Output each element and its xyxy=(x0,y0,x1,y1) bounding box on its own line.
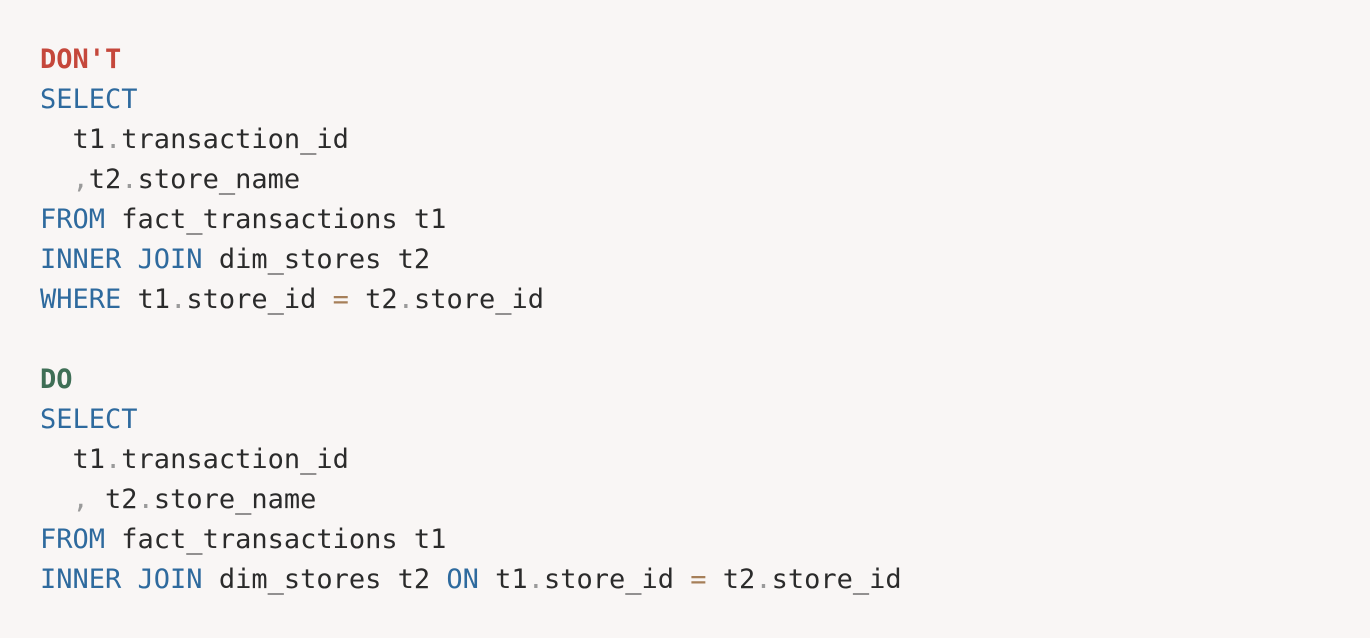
code-token: t2 xyxy=(706,564,756,595)
code-line: SELECT xyxy=(40,400,1340,440)
code-line: INNER JOIN dim_stores t2 ON t1.store_id … xyxy=(40,560,1340,600)
punctuation: , xyxy=(72,164,89,195)
dont-label: DON'T xyxy=(40,44,122,75)
sql-keyword: FROM xyxy=(40,204,106,235)
code-token: transaction_id xyxy=(121,444,349,475)
sql-keyword: INNER JOIN xyxy=(40,244,203,275)
punctuation: . xyxy=(397,284,414,315)
code-line: ,t2.store_name xyxy=(40,160,1340,200)
punctuation: . xyxy=(137,484,154,515)
code-token: fact_transactions t1 xyxy=(105,204,447,235)
code-line: FROM fact_transactions t1 xyxy=(40,520,1340,560)
code-token: dim_stores t2 xyxy=(202,564,447,595)
code-token: t1 xyxy=(40,124,106,155)
operator: = xyxy=(690,564,707,595)
sql-keyword: SELECT xyxy=(40,404,138,435)
code-token: fact_transactions t1 xyxy=(105,524,447,555)
sql-keyword: WHERE xyxy=(40,284,122,315)
code-line: SELECT xyxy=(40,80,1340,120)
code-line xyxy=(40,320,1340,360)
code-token: t2 xyxy=(88,164,122,195)
do-label: DO xyxy=(40,364,73,395)
sql-keyword: SELECT xyxy=(40,84,138,115)
punctuation: . xyxy=(527,564,544,595)
code-line: WHERE t1.store_id = t2.store_id xyxy=(40,280,1340,320)
code-token: t2 xyxy=(88,484,138,515)
code-token: dim_stores t2 xyxy=(202,244,431,275)
code-line: t1.transaction_id xyxy=(40,120,1340,160)
code-token: t1 xyxy=(478,564,528,595)
code-line: , t2.store_name xyxy=(40,480,1340,520)
code-token: t1 xyxy=(40,444,106,475)
code-token: store_name xyxy=(153,484,317,515)
code-token xyxy=(40,484,73,515)
punctuation: , xyxy=(72,484,89,515)
code-line: DON'T xyxy=(40,40,1340,80)
code-token: store_id xyxy=(771,564,902,595)
punctuation: . xyxy=(170,284,187,315)
sql-keyword: ON xyxy=(446,564,479,595)
code-line: FROM fact_transactions t1 xyxy=(40,200,1340,240)
sql-keyword: FROM xyxy=(40,524,106,555)
punctuation: . xyxy=(105,444,122,475)
punctuation: . xyxy=(121,164,138,195)
code-line: INNER JOIN dim_stores t2 xyxy=(40,240,1340,280)
code-token: t2 xyxy=(348,284,398,315)
code-token: store_id xyxy=(413,284,544,315)
code-line: t1.transaction_id xyxy=(40,440,1340,480)
operator: = xyxy=(332,284,349,315)
code-token: store_id xyxy=(186,284,333,315)
code-token xyxy=(40,164,73,195)
sql-keyword: INNER JOIN xyxy=(40,564,203,595)
code-line: DO xyxy=(40,360,1340,400)
code-token: transaction_id xyxy=(121,124,349,155)
code-token: store_name xyxy=(137,164,301,195)
punctuation: . xyxy=(105,124,122,155)
punctuation: . xyxy=(755,564,772,595)
code-token: store_id xyxy=(543,564,691,595)
code-token: t1 xyxy=(121,284,171,315)
